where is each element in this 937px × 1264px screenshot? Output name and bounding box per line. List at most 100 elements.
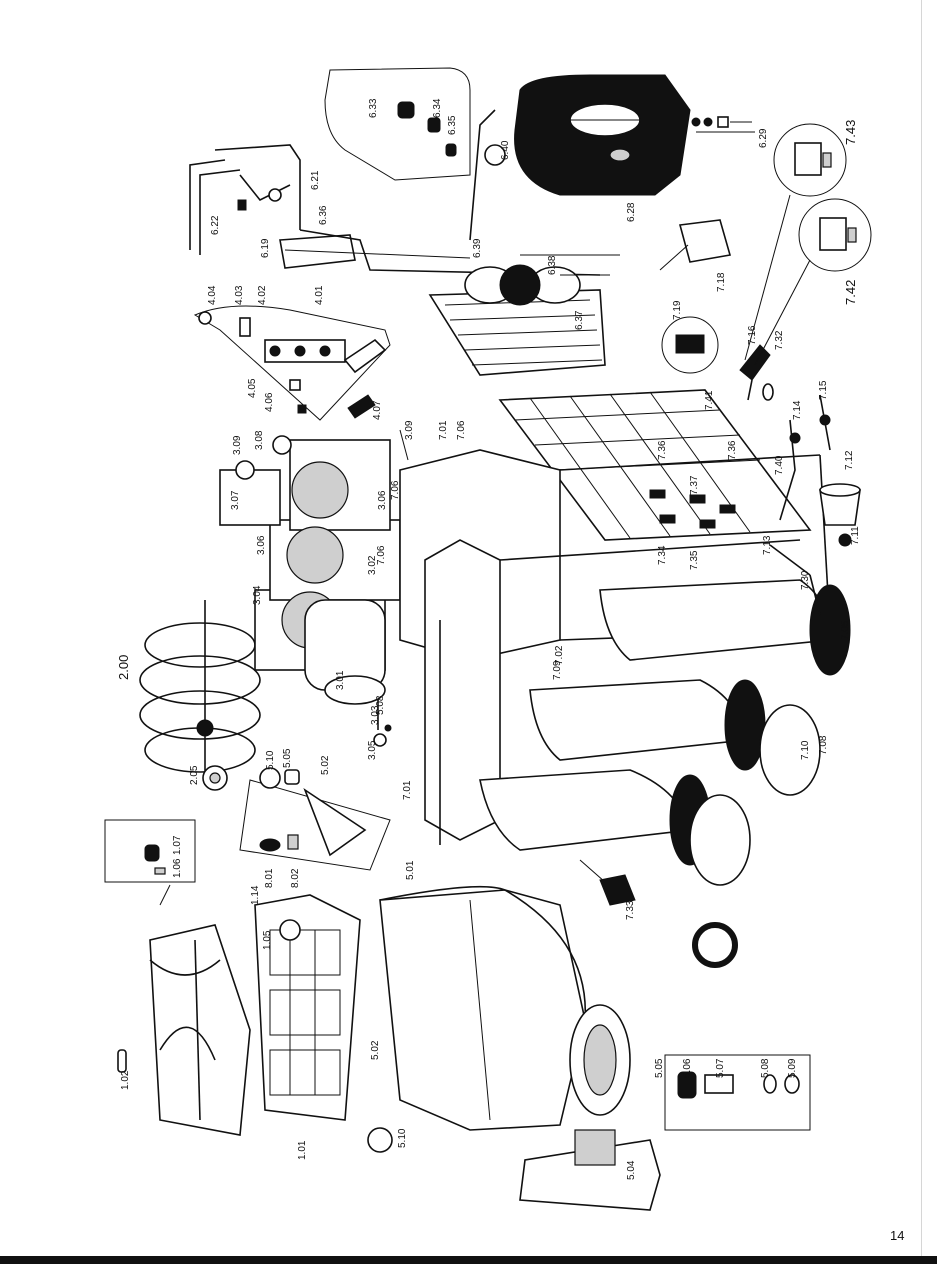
callout-7-40: 7.40 [774,455,785,475]
callout-7-06c: 7.06 [376,545,387,565]
callout-7-41: 7.41 [704,390,715,410]
callout-7-33: 7.33 [625,900,636,920]
bearing-309 [235,429,409,480]
callout-2-00: 2.00 [116,655,131,680]
relay-743 [773,123,847,197]
fan-hardware [691,116,755,133]
callout-5-09: 5.09 [787,1058,798,1078]
callout-1-01: 1.01 [297,1140,308,1160]
callout-4-02: 4.02 [257,285,268,305]
callout-3-08: 3.08 [254,430,265,450]
switch-718 [659,219,732,271]
callout-5-05b: 5.05 [282,748,293,768]
callout-8-01: 8.01 [264,868,275,888]
callout-8-02: 8.02 [290,868,301,888]
coil-733 [579,859,738,968]
callout-7-06b: 7.06 [390,480,401,500]
callout-7-18: 7.18 [716,272,727,292]
callout-6-22: 6.22 [210,215,221,235]
callout-5-06: 5.06 [682,1058,693,1078]
thermostat-716 [739,344,774,401]
leader-lines-relays [744,194,811,366]
callout-2-05: 2.05 [189,765,200,785]
callout-6-34: 6.34 [432,98,443,118]
drip-tray [254,894,361,1121]
bushing-205 [202,765,228,791]
callout-1-05: 1.05 [262,930,273,950]
callout-5-05: 5.05 [654,1058,665,1078]
callout-7-30: 7.30 [800,570,811,590]
callout-7-36: 7.36 [657,440,668,460]
callout-7-14: 7.14 [792,400,803,420]
callout-3-02: 3.02 [367,555,378,575]
callout-6-35: 6.35 [447,115,458,135]
detail-box-106 [104,819,196,906]
callout-6-40: 6.40 [500,140,511,160]
callout-6-39: 6.39 [472,238,483,258]
callout-4-03: 4.03 [234,285,245,305]
fan-motor [514,74,691,196]
callout-1-06: 1.06 [172,858,183,878]
callout-7-09: 7.09 [552,660,563,680]
callout-7-35: 7.35 [689,550,700,570]
callout-6-19: 6.19 [260,238,271,258]
callout-6-28: 6.28 [626,202,637,222]
part-407 [347,394,376,419]
callout-7-32: 7.32 [774,330,785,350]
callout-5-08b: 5.08 [375,695,386,715]
callout-3-01: 3.01 [335,670,346,690]
callout-7-19: 7.19 [672,300,683,320]
gear-housings [219,439,401,705]
bottom-border [0,1256,937,1264]
callout-3-03: 3.03 [370,705,381,725]
callout-5-08: 5.08 [760,1058,771,1078]
callout-6-21: 6.21 [310,170,321,190]
callout-7-12: 7.12 [844,450,855,470]
callout-7-13: 7.13 [762,535,773,555]
callout-3-06: 3.06 [377,490,388,510]
callout-5-02: 5.02 [370,1040,381,1060]
capillary-tube [469,109,506,241]
callout-7-08: 7.08 [818,735,829,755]
callout-7-01b: 7.01 [402,780,413,800]
callout-5-07: 5.07 [715,1058,726,1078]
callout-3-09b: 3.09 [404,420,415,440]
callout-3-05: 3.05 [367,740,378,760]
callout-1-07: 1.07 [172,835,183,855]
bowl-assembly [379,885,631,1131]
page-number: 14 [890,1228,905,1243]
control-panel [649,489,736,529]
callout-4-06: 4.06 [264,392,275,412]
callout-6-37: 6.37 [574,310,585,330]
callout-7-16: 7.16 [747,325,758,345]
callout-3-07: 3.07 [230,490,241,510]
detail-box-505 [664,1054,811,1131]
callout-5-10b: 5.10 [265,750,276,770]
tray-knob [279,919,301,941]
bowl-ends [689,704,821,886]
callout-7-34: 7.34 [657,545,668,565]
cup-712 [819,483,861,547]
callout-3-04: 3.04 [252,585,263,605]
callout-7-06: 7.06 [456,420,467,440]
callout-6-33: 6.33 [368,98,379,118]
callout-6-29: 6.29 [758,128,769,148]
callout-3-09: 3.09 [232,435,243,455]
callout-1-02: 1.02 [120,1070,131,1090]
fan-blade [464,254,620,306]
callout-4-07: 4.07 [372,400,383,420]
callout-5-01: 5.01 [405,860,416,880]
callout-7-02: 7.02 [554,645,565,665]
callout-7-05: 7.05 [840,620,851,640]
rod-part [117,1049,127,1073]
callout-5-04: 5.04 [626,1160,637,1180]
condenser [428,289,606,376]
callout-7-42: 7.42 [843,280,858,305]
detail-box-510 [239,767,391,871]
callout-7-11: 7.11 [850,526,861,545]
callout-1-14: 1.14 [250,885,261,905]
callout-6-36: 6.36 [318,205,329,225]
callout-labels: 1.02 1.01 1.14 1.05 1.06 1.07 2.00 2.05 … [116,98,861,1180]
